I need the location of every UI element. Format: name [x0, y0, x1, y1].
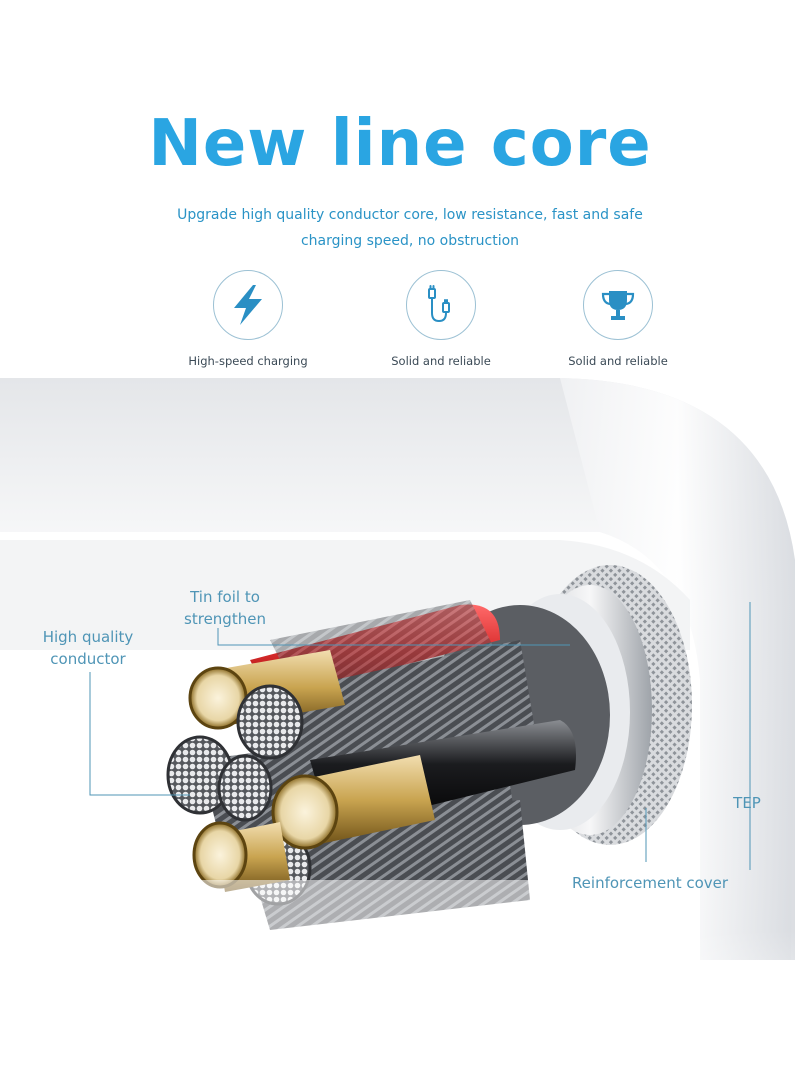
callout-tep: TEP	[733, 794, 761, 812]
silver-strand-end	[217, 754, 273, 822]
feature-label: High-speed charging	[188, 354, 308, 368]
callout-tin-foil: Tin foil to strengthen	[184, 588, 266, 628]
subtitle-line-2: charging speed, no obstruction	[300, 233, 520, 249]
feature-icon-circle	[213, 270, 283, 340]
feature-label: Solid and reliable	[391, 354, 491, 368]
subtitle: Upgrade high quality conductor core, low…	[150, 202, 670, 254]
callout-high-quality-conductor: High quality conductor	[42, 628, 134, 668]
feature-high-speed-charging: High-speed charging	[168, 270, 328, 368]
feature-icon-circle	[406, 270, 476, 340]
callout-reinforcement-cover: Reinforcement cover	[571, 874, 729, 892]
gold-conductor-tip	[271, 774, 339, 850]
feature-label: Solid and reliable	[568, 354, 668, 368]
feature-solid-reliable-2: Solid and reliable	[538, 270, 698, 368]
feature-icon-circle	[583, 270, 653, 340]
subtitle-line-1: Upgrade high quality conductor core, low…	[177, 207, 643, 223]
callout-leader-lines	[89, 602, 751, 870]
cable-cross-section-illustration	[0, 378, 800, 1092]
lightning-bolt-icon	[234, 285, 262, 325]
silver-strand-end	[236, 684, 304, 760]
cable-icon	[428, 285, 450, 323]
feature-solid-reliable-1: Solid and reliable	[361, 270, 521, 368]
trophy-icon	[601, 291, 635, 320]
page-title: New line core	[148, 107, 652, 181]
gold-conductor-tip	[192, 821, 248, 889]
